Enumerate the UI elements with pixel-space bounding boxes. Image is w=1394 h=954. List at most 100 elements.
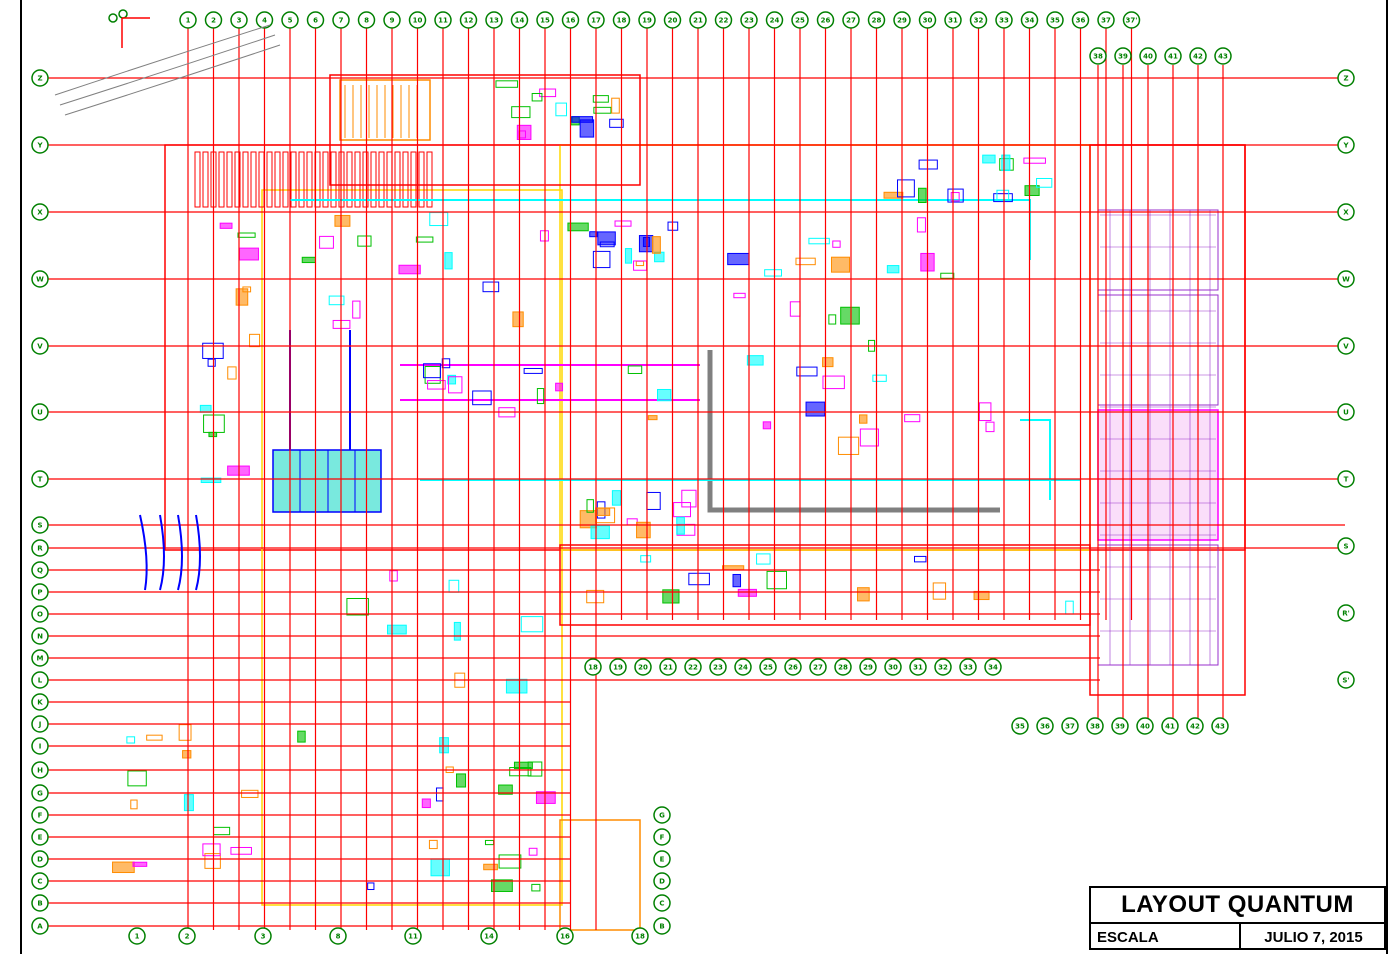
- equipment-item: [592, 250, 611, 269]
- equipment-item: [130, 799, 138, 810]
- axis-bubble-annex: 38: [1089, 47, 1107, 65]
- equipment-item: [430, 858, 450, 877]
- axis-bubble-left: X: [31, 203, 49, 221]
- svg-text:37': 37': [1126, 17, 1138, 25]
- svg-text:40: 40: [1143, 53, 1153, 61]
- rack-bay: [394, 151, 401, 208]
- equipment-item: [872, 374, 887, 382]
- svg-text:30: 30: [923, 17, 933, 25]
- axis-bubble-mid: 32: [934, 658, 952, 676]
- equipment-item: [498, 784, 513, 795]
- equipment-item: [227, 366, 237, 380]
- rack-bay: [282, 151, 289, 208]
- equipment-item: [571, 116, 594, 123]
- axis-bubble-bottom-right: 41: [1161, 717, 1179, 735]
- equipment-item: [352, 300, 361, 319]
- svg-text:35: 35: [1050, 17, 1060, 25]
- equipment-item: [795, 257, 816, 266]
- equipment-item: [756, 553, 771, 565]
- axis-bubble-bottom-right: 40: [1136, 717, 1154, 735]
- svg-text:33: 33: [963, 664, 973, 672]
- north-arrow-icon: [108, 9, 150, 48]
- svg-text:G: G: [37, 790, 43, 798]
- axis-bubble-left: F: [31, 806, 49, 824]
- equipment-item: [483, 863, 498, 871]
- rack-bay: [410, 151, 417, 208]
- svg-text:17: 17: [591, 17, 601, 25]
- axis-bubble-mid: 22: [684, 658, 702, 676]
- equipment-item: [746, 355, 764, 366]
- bent-columns: [139, 514, 201, 591]
- rack-bay: [418, 151, 425, 208]
- equipment-item: [638, 235, 654, 253]
- equipment-item: [242, 286, 252, 293]
- axis-bubble-top: 20: [663, 11, 682, 29]
- svg-text:4: 4: [262, 17, 267, 25]
- equipment-item: [828, 314, 837, 325]
- rack-bay: [250, 151, 257, 208]
- equipment-item: [415, 236, 434, 243]
- svg-text:Q: Q: [37, 567, 43, 575]
- equipment-item: [398, 264, 421, 275]
- svg-text:22: 22: [719, 17, 729, 25]
- equipment-item: [456, 773, 467, 788]
- equipment-item: [764, 269, 782, 277]
- equipment-item: [334, 214, 351, 227]
- equipment-item: [555, 382, 564, 392]
- svg-text:36: 36: [1076, 17, 1086, 25]
- equipment-item: [651, 236, 661, 254]
- equipment-item: [586, 499, 594, 513]
- axis-bubble-top: 29: [893, 11, 911, 29]
- axis-bubble-top: 19: [638, 11, 656, 29]
- equipment-item: [213, 826, 231, 836]
- equipment-item: [904, 414, 921, 423]
- axis-bubble-left: B: [31, 894, 49, 912]
- svg-text:20: 20: [668, 17, 678, 25]
- axis-grid: [48, 28, 1345, 930]
- equipment-item: [328, 295, 345, 306]
- svg-text:W: W: [36, 276, 44, 284]
- rack-bay: [266, 151, 273, 208]
- equipment-item: [441, 358, 451, 369]
- svg-text:18: 18: [588, 664, 598, 672]
- svg-text:U: U: [1343, 409, 1349, 417]
- axis-bubble-right: W: [1337, 270, 1355, 288]
- axis-bubble-top: 12: [459, 11, 478, 29]
- axis-bubble-top: 37: [1097, 11, 1115, 29]
- equipment-item: [528, 847, 538, 856]
- svg-text:S: S: [1343, 543, 1348, 551]
- axis-bubble-top: 10: [408, 11, 427, 29]
- axis-bubble-mid: 29: [859, 658, 877, 676]
- rack-bay: [194, 151, 201, 208]
- axis-bubble-annex: 39: [1114, 47, 1132, 65]
- equipment-item: [822, 357, 834, 368]
- axis-bubble-mid: 20: [634, 658, 652, 676]
- rack-bay: [426, 151, 433, 208]
- equipment-item: [611, 490, 622, 506]
- drawing-title: LAYOUT QUANTUM: [1091, 888, 1384, 924]
- equipment-item: [346, 597, 369, 616]
- equipment-item: [204, 853, 221, 869]
- equipment-item: [453, 621, 461, 641]
- svg-text:I: I: [39, 743, 42, 751]
- equipment-item: [857, 587, 870, 602]
- equipment-item: [183, 794, 194, 812]
- equipment-item: [513, 761, 533, 770]
- axis-bubble-top: 7: [332, 11, 350, 29]
- equipment-item: [301, 256, 316, 264]
- rack-bay: [202, 151, 209, 208]
- storage-racking-top: [194, 151, 433, 208]
- equipment-item: [993, 193, 1013, 203]
- equipment-item: [676, 516, 685, 535]
- svg-text:3: 3: [261, 933, 266, 941]
- svg-text:36: 36: [1040, 723, 1050, 731]
- equipment-item: [427, 380, 446, 390]
- svg-text:H: H: [37, 767, 43, 775]
- svg-text:22: 22: [688, 664, 698, 672]
- equipment-item: [597, 231, 616, 246]
- equipment-item: [230, 846, 252, 855]
- axis-bubble-top: 15: [536, 11, 554, 29]
- orange-rack-zone: [339, 79, 431, 141]
- equipment-item: [249, 333, 261, 348]
